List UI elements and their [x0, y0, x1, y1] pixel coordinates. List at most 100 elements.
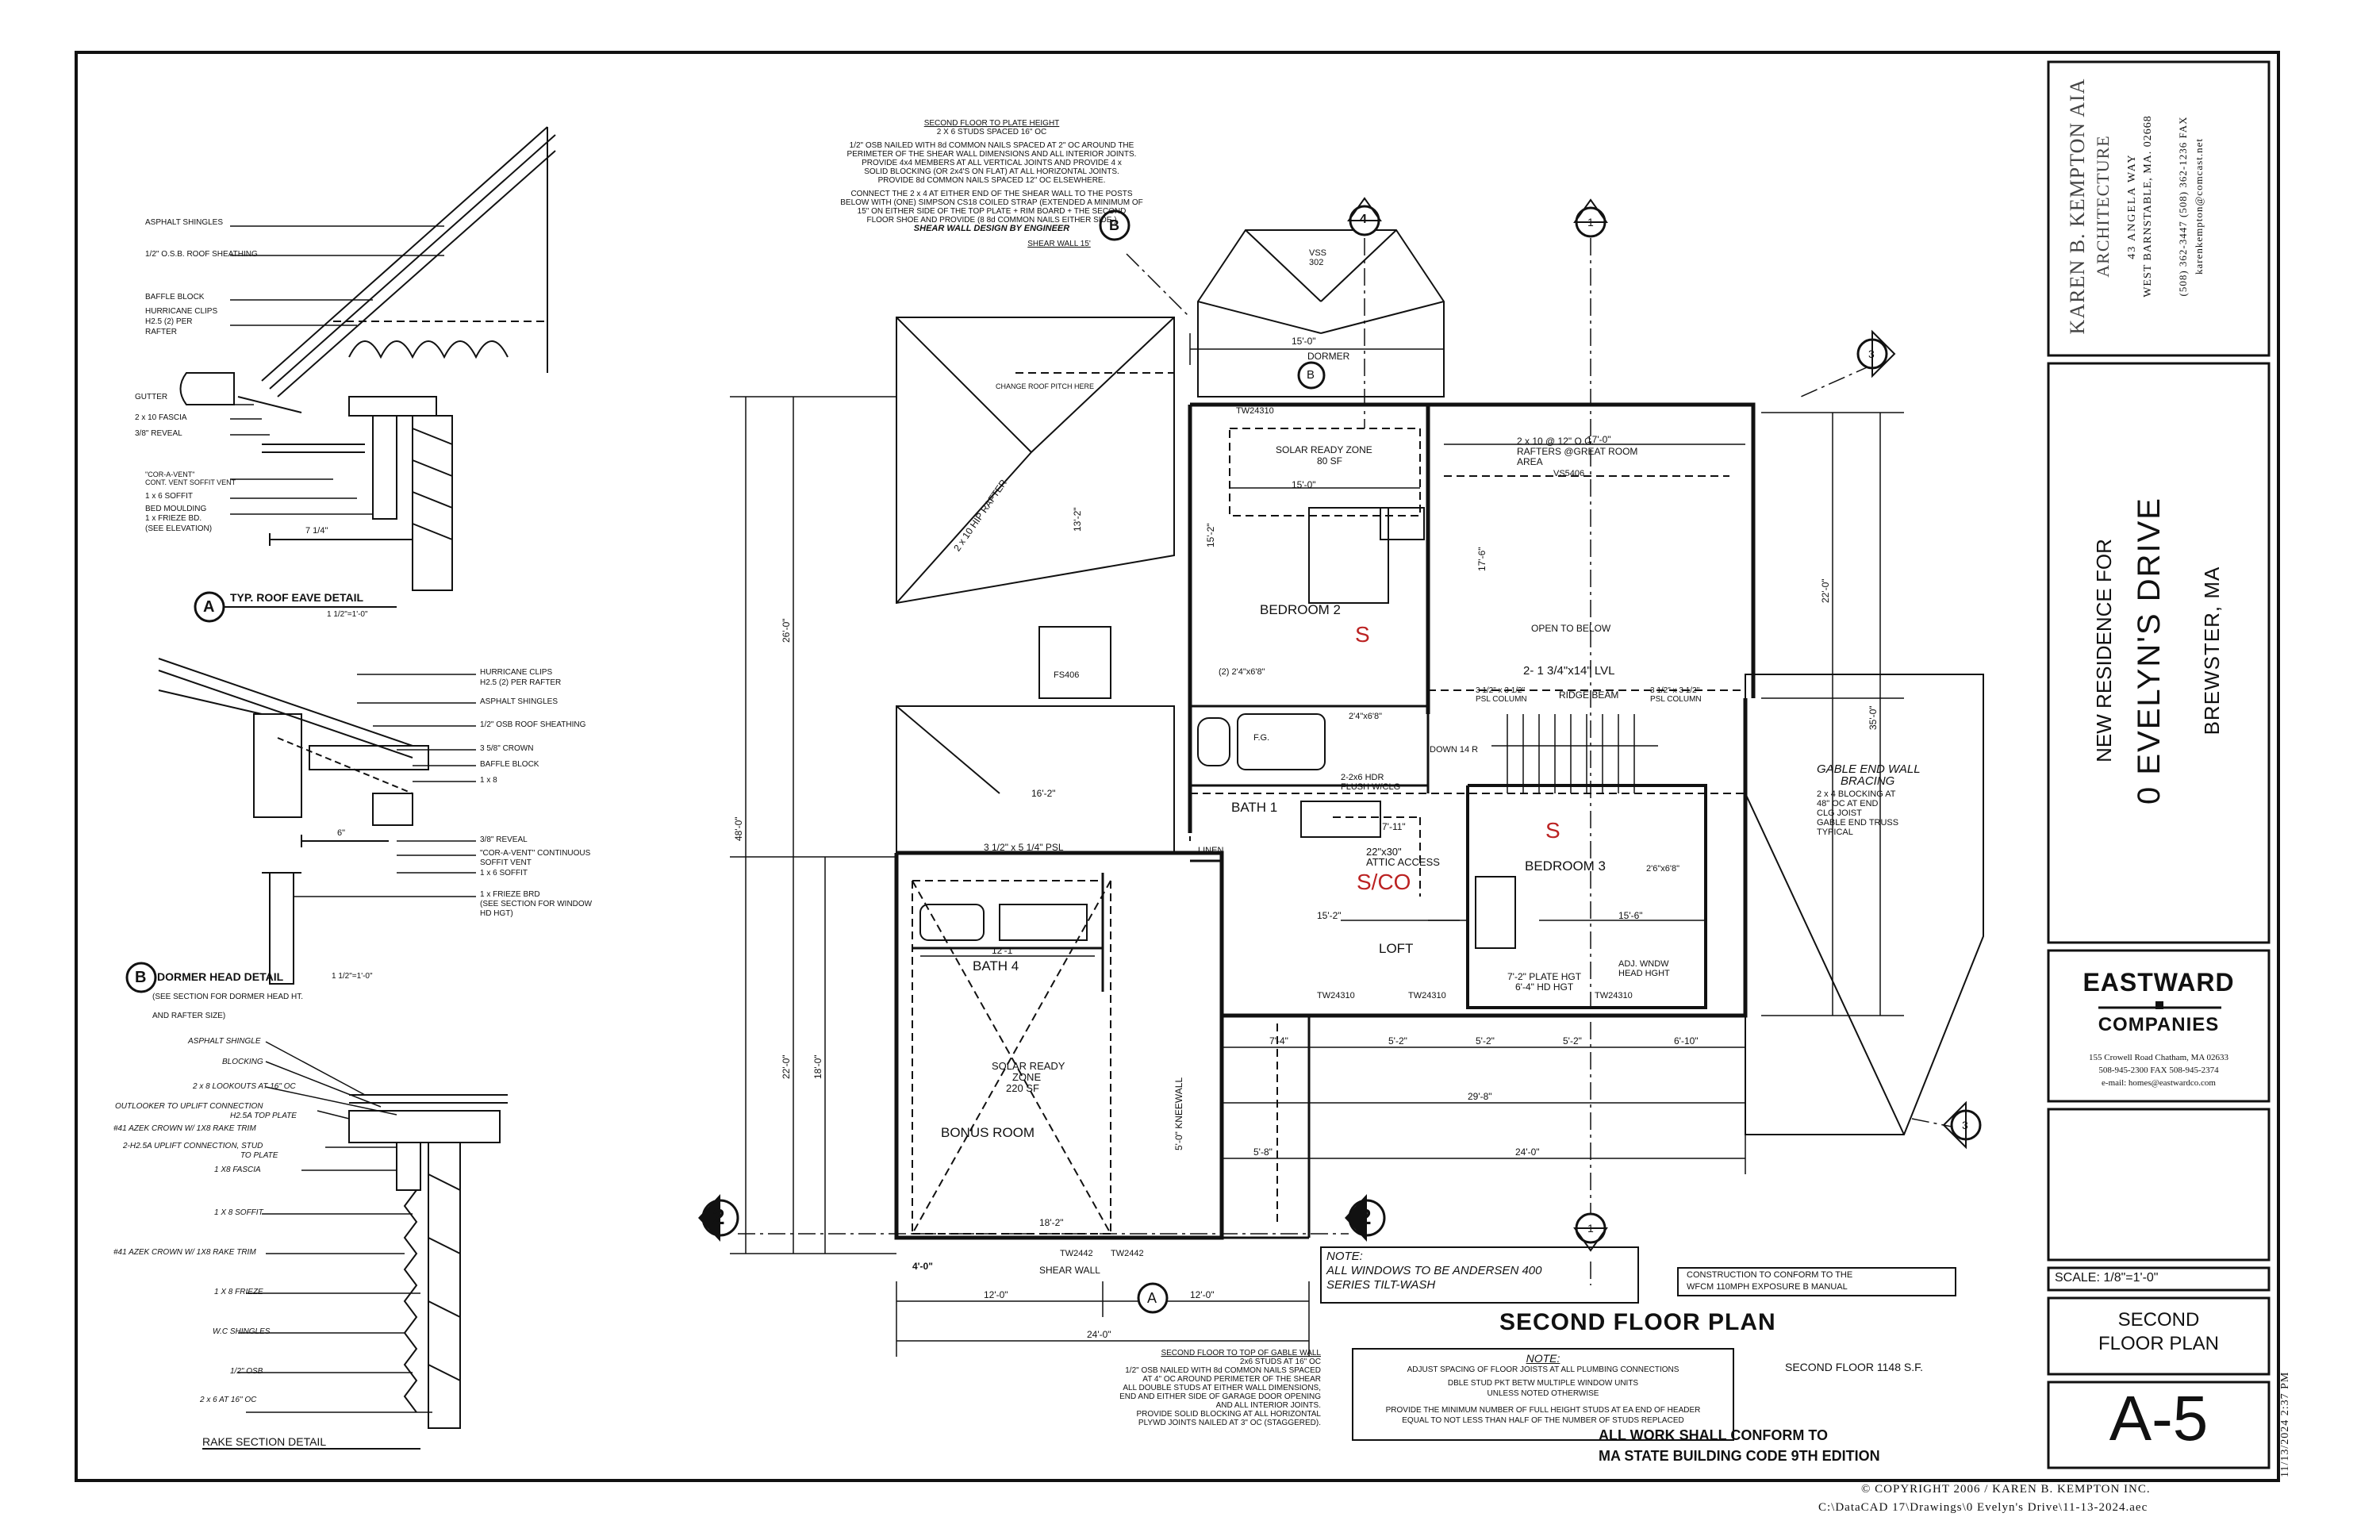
architect-phone: (508) 362-3447 (508) 362-1236 FAX [2177, 116, 2189, 297]
dormer-dim: 6" [337, 828, 346, 838]
eave-title: TYP. ROOF EAVE DETAIL [230, 591, 364, 604]
dormer-scale: 1 1/2"=1'-0" [332, 972, 373, 981]
dim-15-top: 15'-0" [1292, 336, 1316, 347]
shear-top-1: 2 X 6 STUDS SPACED 16" OC [936, 128, 1047, 136]
dormer-note-1: (SEE SECTION FOR DORMER HEAD HT. [152, 993, 304, 1001]
gable-bracing-1: GABLE END WALL [1817, 762, 1921, 776]
rake-label-8: 1 X8 FASCIA [214, 1166, 261, 1174]
dim-16-2: 16'-2" [1031, 788, 1056, 799]
general-note-0: NOTE: [1526, 1352, 1560, 1365]
dim-15-bed2: 15'-0" [1292, 479, 1316, 490]
open-to-below: OPEN TO BELOW [1531, 623, 1611, 634]
eave-label-9: "COR-A-VENT" [145, 470, 195, 478]
sheet-number: A-5 [2109, 1383, 2209, 1454]
grid-3-top-label: 3 [1868, 348, 1875, 360]
shear-bottom-6: AND ALL INTERIOR JOINTS. [1215, 1401, 1321, 1410]
shear-top-5: SOLID BLOCKING (OR 2x4'S ON FLAT) AT ALL… [864, 167, 1119, 176]
dormer-mark: B [135, 969, 147, 986]
dim-22-left: 22'-0" [781, 1054, 792, 1079]
shear-top-0: SECOND FLOOR TO PLATE HEIGHT [923, 119, 1060, 128]
architect-name: KAREN B. KEMPTON AIA [2066, 78, 2089, 335]
gable-bracing-2: BRACING [1841, 774, 1895, 788]
architect-city: WEST BARNSTABLE, MA. 02668 [2142, 115, 2154, 298]
shear-top-8: BELOW WITH (ONE) SIMPSON CS18 COILED STR… [840, 198, 1143, 207]
eave-detail-drawing [179, 126, 556, 591]
section-mark-b2 [1297, 361, 1326, 390]
eave-label-10: CONT. VENT SOFFIT VENT [145, 478, 236, 486]
dim-7-11: 7'-11" [1382, 821, 1406, 832]
architect-street: 43 ANGELA WAY [2126, 153, 2138, 259]
grid-1-bottom-label: 1 [1587, 1222, 1594, 1235]
room-bath-1: BATH 1 [1231, 800, 1278, 815]
shear-bottom-8: PLYWD JOINTS NAILED AT 3" OC (STAGGERED)… [1138, 1419, 1321, 1427]
shear-note-bottom: SECOND FLOOR TO TOP OF GABLE WALL 2x6 ST… [1067, 1349, 1321, 1427]
sheet-border [75, 51, 2280, 1482]
builder-email: e-mail: homes@eastwardco.com [2102, 1078, 2216, 1088]
rake-label-9: 1 X 8 SOFFIT [214, 1208, 263, 1217]
tw-window-bonus-1: TW2442 [1060, 1249, 1093, 1258]
eave-label-0: ASPHALT SHINGLES [145, 218, 223, 227]
rafters-line-2: RAFTERS @GREAT ROOM [1517, 446, 1638, 457]
smoke-mark-bedroom-3: S [1545, 818, 1560, 843]
rake-detail-drawing [348, 1094, 508, 1429]
dim-18: 18'-0" [812, 1054, 823, 1079]
dormer-label-10: 1 x 6 SOFFIT [480, 869, 528, 878]
dormer-leader-lines [294, 674, 476, 897]
project-line-2: 0 EVELYN'S DRIVE [2132, 497, 2167, 805]
shear-top-11: SHEAR WALL DESIGN BY ENGINEER [913, 224, 1070, 233]
floor-plan-dimension-lines [730, 333, 1904, 1357]
smoke-co-mark: S/CO [1357, 870, 1411, 894]
date-stamp: 11/13/2024 2:37 PM [2279, 1371, 2291, 1477]
kneewall-label: 5'-0" KNEEWALL [1173, 1077, 1184, 1150]
dim-5-2-c: 5'-2" [1563, 1035, 1582, 1047]
code-note-2: MA STATE BUILDING CODE 9TH EDITION [1599, 1448, 1880, 1464]
dormer-label-7: 3/8" REVEAL [480, 835, 528, 844]
dim-35: 35'-0" [1868, 705, 1879, 730]
tw-window-top: TW24310 [1236, 406, 1274, 416]
dim-12-b: 12'-0" [1190, 1289, 1215, 1300]
eave-label-3: HURRICANE CLIPS [145, 307, 218, 316]
dormer-label-11: 1 x FRIEZE BRD [480, 890, 540, 899]
solar-zone-1-line-2: 80 SF [1317, 455, 1343, 467]
wind-note-1: WFCM 110MPH EXPOSURE B MANUAL [1687, 1282, 1848, 1292]
header-line-2: FLUSH W/CLG [1341, 782, 1401, 792]
general-note-3: UNLESS NOTED OTHERWISE [1487, 1389, 1599, 1398]
rake-label-14: 2 x 6 AT 16" OC [200, 1396, 257, 1404]
shear-top-10: FLOOR SHOE AND PROVIDE (8 8d COMMON NAIL… [866, 216, 1117, 225]
change-roof-pitch: CHANGE ROOF PITCH HERE [996, 382, 1095, 390]
shear-wall-bottom: SHEAR WALL [1039, 1265, 1100, 1276]
shear-bottom-0: SECOND FLOOR TO TOP OF GABLE WALL [1161, 1349, 1321, 1358]
floor-plan-dashed [912, 372, 1745, 1235]
rake-label-4: H2.5A TOP PLATE [230, 1112, 297, 1120]
eave-label-5: RAFTER [145, 328, 177, 336]
rake-leader-lines [238, 1041, 432, 1413]
project-line-1: NEW RESIDENCE FOR [2092, 539, 2116, 762]
dormer-title: DORMER HEAD DETAIL [157, 970, 284, 983]
rake-label-2: 2 x 8 LOOKOUTS AT 16" OC [193, 1082, 296, 1091]
lvl-beam: 2- 1 3/4"x14" LVL [1523, 664, 1615, 678]
window-note-2: SERIES TILT-WASH [1326, 1278, 1436, 1292]
general-note-1: ADJUST SPACING OF FLOOR JOISTS AT ALL PL… [1407, 1365, 1679, 1374]
architect-block: KAREN B. KEMPTON AIA ARCHITECTURE 43 ANG… [2063, 63, 2269, 349]
gable-note-3: GABLE END TRUSS [1817, 818, 1899, 828]
shear-top-4: PROVIDE 4x4 MEMBERS AT ALL VERTICAL JOIN… [862, 159, 1122, 167]
grid-1-top-label: 1 [1587, 216, 1594, 229]
dormer-label-12: (SEE SECTION FOR WINDOW [480, 900, 593, 908]
eave-scale: 1 1/2"=1'-0" [327, 610, 368, 619]
dim-15-2-loft: 15'-2" [1317, 910, 1342, 921]
psl-column-right-1: 3 1/2" x 3 1/2" [1650, 686, 1700, 695]
gable-note-0: 2 x 4 BLOCKING AT [1817, 789, 1896, 799]
wind-note-0: CONSTRUCTION TO CONFORM TO THE [1687, 1270, 1853, 1280]
eave-label-1: 1/2" O.S.B. ROOF SHEATHING [145, 250, 258, 259]
gable-note-2: CLG JOIST [1817, 808, 1862, 818]
section-b-label: B [1109, 217, 1119, 233]
dormer-label-3: 1/2" OSB ROOF SHEATHING [480, 720, 586, 729]
rake-label-5: #41 AZEK CROWN W/ 1X8 RAKE TRIM [113, 1124, 256, 1133]
psl-column-left-1: 3 1/2" x 3 1/2" [1476, 686, 1526, 695]
builder-name-2: COMPANIES [2098, 1014, 2220, 1035]
door-2: (2) 2'4"x6'8" [1219, 667, 1265, 677]
room-bedroom-3: BEDROOM 3 [1525, 858, 1606, 874]
section-mark-b [1099, 209, 1130, 241]
eave-label-11: 1 x 6 SOFFIT [145, 492, 194, 501]
